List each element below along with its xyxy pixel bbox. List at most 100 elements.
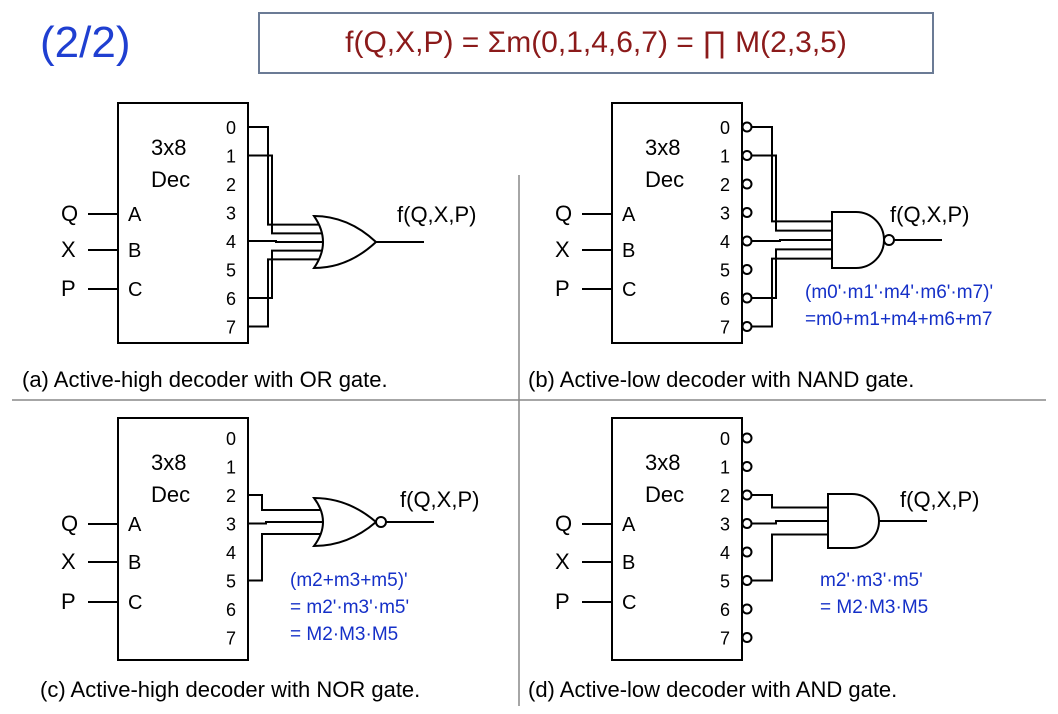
decoder-output-1: 1 [226, 458, 236, 478]
decoder-input-c: C [622, 592, 636, 614]
gate-input-wire [248, 494, 322, 511]
decoder-output-4: 4 [720, 232, 730, 252]
decoder-output-2: 2 [226, 486, 236, 506]
inversion-bubble [741, 235, 753, 247]
decoder-type-label: Dec [645, 167, 684, 192]
decoder-output-5: 5 [720, 572, 730, 592]
inversion-bubble [741, 121, 753, 133]
decoder-output-6: 6 [226, 289, 236, 309]
decoder-output-2: 2 [720, 175, 730, 195]
equation-note-line: = M2·M3·M5 [290, 624, 398, 645]
panel-caption: (d) Active-low decoder with AND gate. [528, 677, 897, 702]
gate-input-wire [248, 533, 322, 582]
input-signal-x: X [61, 237, 76, 262]
decoder-output-1: 1 [226, 147, 236, 167]
decoder-output-6: 6 [226, 600, 236, 620]
inversion-bubble [741, 575, 753, 586]
nor-gate [312, 496, 378, 548]
equation-note-line: (m2+m3+m5)' [290, 570, 408, 591]
decoder-type-label: Dec [645, 482, 684, 507]
decoder-output-2: 2 [226, 175, 236, 195]
decoder-type-label: Dec [151, 482, 190, 507]
decoder-output-1: 1 [720, 147, 730, 167]
gate-input-wire [752, 494, 830, 509]
gate-input-wire [248, 154, 322, 235]
decoder-input-b: B [622, 552, 635, 574]
decoder-box [611, 102, 743, 344]
input-signal-x: X [555, 237, 570, 262]
decoder-output-5: 5 [226, 572, 236, 592]
inversion-bubble [741, 321, 753, 332]
output-label: f(Q,X,P) [900, 487, 979, 512]
decoder-output-3: 3 [720, 515, 730, 535]
decoder-box [117, 417, 249, 661]
panel-caption: (c) Active-high decoder with NOR gate. [40, 677, 420, 702]
panel-caption: (a) Active-high decoder with OR gate. [22, 367, 388, 392]
output-inversion-bubble [375, 516, 387, 528]
inversion-bubble [741, 518, 753, 529]
gate-input-wire [752, 248, 834, 299]
decoder-output-2: 2 [720, 486, 730, 506]
gate-input-wire [752, 239, 834, 242]
equation-note-line: (m0'·m1'·m4'·m6'·m7)' [805, 282, 993, 303]
gate-input-wire [752, 520, 830, 525]
output-label: f(Q,X,P) [890, 202, 969, 227]
decoder-output-6: 6 [720, 600, 730, 620]
inversion-bubble [741, 632, 753, 643]
input-signal-q: Q [61, 201, 78, 226]
decoder-output-4: 4 [226, 232, 236, 252]
inversion-bubble [741, 546, 753, 558]
inversion-bubble [741, 150, 753, 161]
decoder-output-3: 3 [720, 204, 730, 224]
gate-input-wire [248, 258, 322, 328]
inversion-bubble [741, 461, 753, 472]
input-signal-p: P [555, 589, 570, 614]
decoder-input-b: B [128, 240, 141, 262]
gate-input-wire [752, 257, 834, 328]
inversion-bubble [741, 603, 753, 615]
gate-input-wire [248, 521, 322, 525]
inversion-bubble [741, 489, 753, 501]
input-signal-x: X [555, 549, 570, 574]
inversion-bubble [741, 207, 753, 218]
decoder-output-4: 4 [226, 543, 236, 563]
decoder-input-c: C [128, 592, 142, 614]
panel-caption: (b) Active-low decoder with NAND gate. [528, 367, 914, 392]
decoder-input-a: A [128, 204, 142, 226]
decoder-output-0: 0 [720, 429, 730, 449]
gate-input-wire [752, 126, 834, 223]
input-signal-q: Q [61, 511, 78, 536]
output-label: f(Q,X,P) [397, 202, 476, 227]
decoder-input-b: B [622, 240, 635, 262]
input-signal-p: P [61, 276, 76, 301]
or-gate [312, 214, 378, 270]
input-signal-p: P [61, 589, 76, 614]
decoder-output-0: 0 [720, 118, 730, 138]
decoder-input-c: C [622, 279, 636, 301]
decoder-size-label: 3x8 [151, 135, 186, 160]
inversion-bubble [741, 264, 753, 275]
decoder-input-a: A [128, 514, 142, 536]
decoder-output-6: 6 [720, 289, 730, 309]
decoder-box [611, 417, 743, 661]
formula-text: f(Q,X,P) = Σm(0,1,4,6,7) = ∏ M(2,3,5) [345, 26, 847, 59]
decoder-size-label: 3x8 [151, 450, 186, 475]
equation-note-line: = M2·M3·M5 [820, 597, 928, 618]
input-signal-q: Q [555, 201, 572, 226]
gate-input-wire [752, 533, 830, 582]
decoder-input-c: C [128, 279, 142, 301]
inversion-bubble [741, 432, 753, 444]
decoder-output-5: 5 [226, 261, 236, 281]
input-signal-p: P [555, 276, 570, 301]
decoder-output-7: 7 [226, 629, 236, 649]
gate-input-wire [752, 154, 834, 232]
decoder-output-3: 3 [226, 204, 236, 224]
decoder-type-label: Dec [151, 167, 190, 192]
gate-input-wire [248, 249, 322, 299]
decoder-output-7: 7 [226, 318, 236, 338]
equation-note-line: m2'·m3'·m5' [820, 570, 923, 591]
decoder-output-5: 5 [720, 261, 730, 281]
decoder-input-a: A [622, 204, 636, 226]
